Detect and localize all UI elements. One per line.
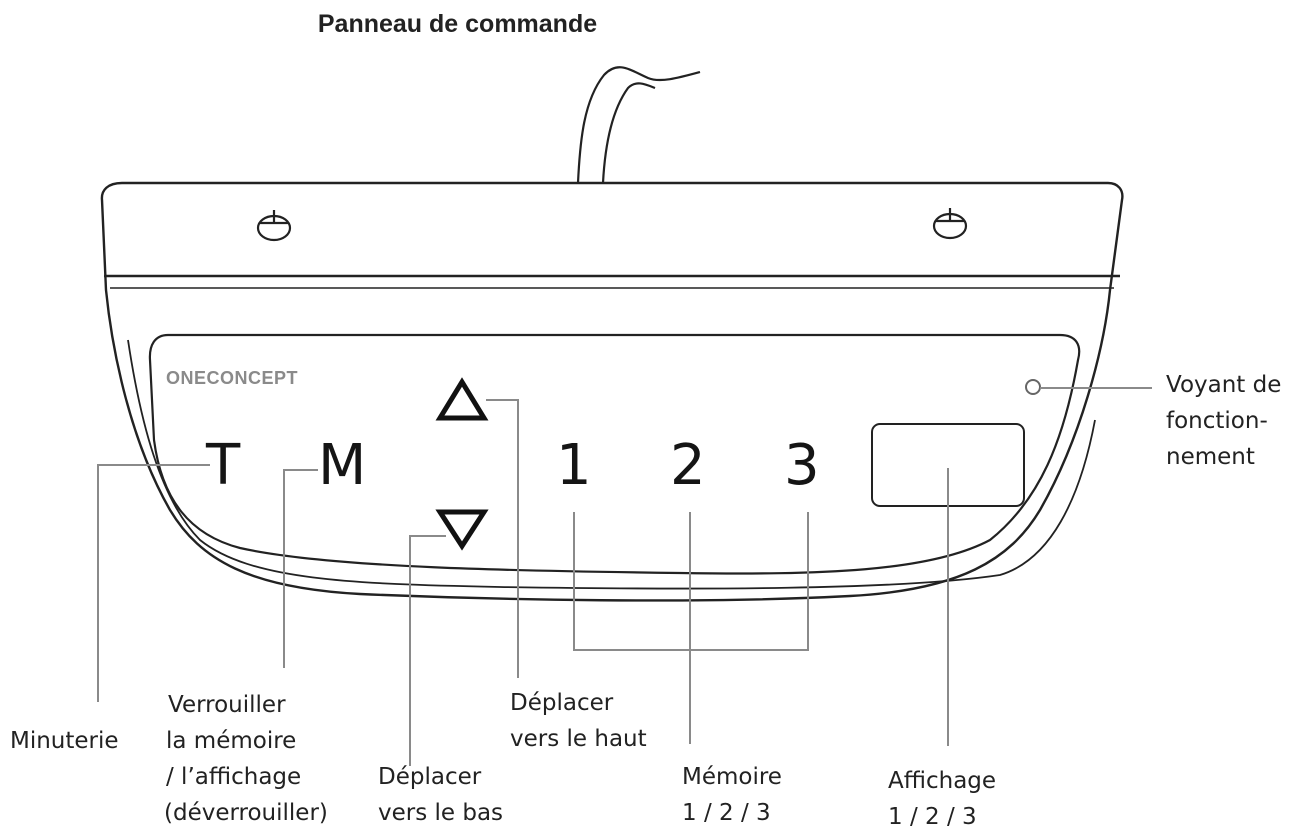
leader-minuterie xyxy=(97,464,210,702)
memory-2-key[interactable]: 2 xyxy=(670,433,706,498)
label-verrouiller-3: / l’affichage xyxy=(166,764,302,790)
label-affichage-1: Affichage xyxy=(888,768,997,794)
label-bas-1: Déplacer xyxy=(378,764,482,790)
memory-3-key[interactable]: 3 xyxy=(784,433,820,498)
label-verrouiller-4: (déverrouiller) xyxy=(164,800,328,826)
brand-logo: ONECONCEPT xyxy=(166,368,299,388)
triangle-up-icon xyxy=(435,377,489,421)
leader-verrouiller xyxy=(283,469,318,668)
label-memoire-1: Mémoire xyxy=(682,764,782,790)
label-verrouiller-2: la mémoire xyxy=(166,728,297,754)
label-bas-2: vers le bas xyxy=(378,800,504,826)
label-haut-2: vers le haut xyxy=(510,726,647,752)
label-voyant-3: nement xyxy=(1166,444,1255,470)
label-memoire-2: 1 / 2 / 3 xyxy=(682,800,771,826)
diagram-title: Panneau de commande xyxy=(317,10,598,38)
label-voyant-2: fonction- xyxy=(1166,408,1268,434)
label-voyant-1: Voyant de xyxy=(1166,372,1282,398)
control-face xyxy=(148,333,1081,575)
leader-bas xyxy=(409,535,446,766)
housing-rim xyxy=(127,339,1096,590)
memory-key[interactable]: M xyxy=(318,433,367,498)
triangle-down-icon xyxy=(435,509,489,551)
cable xyxy=(576,66,701,184)
indicator-led-icon xyxy=(1025,379,1041,395)
leader-haut xyxy=(486,399,519,678)
label-affichage-2: 1 / 2 / 3 xyxy=(888,804,977,830)
label-haut-1: Déplacer xyxy=(510,690,614,716)
leader-lines xyxy=(97,387,1152,766)
screw-right-icon xyxy=(932,208,968,240)
label-verrouiller-1: Verrouiller xyxy=(168,692,286,718)
memory-1-key[interactable]: 1 xyxy=(556,433,592,498)
label-minuterie: Minuterie xyxy=(10,728,119,754)
timer-key[interactable]: T xyxy=(206,433,241,498)
screw-left-icon xyxy=(256,210,292,242)
